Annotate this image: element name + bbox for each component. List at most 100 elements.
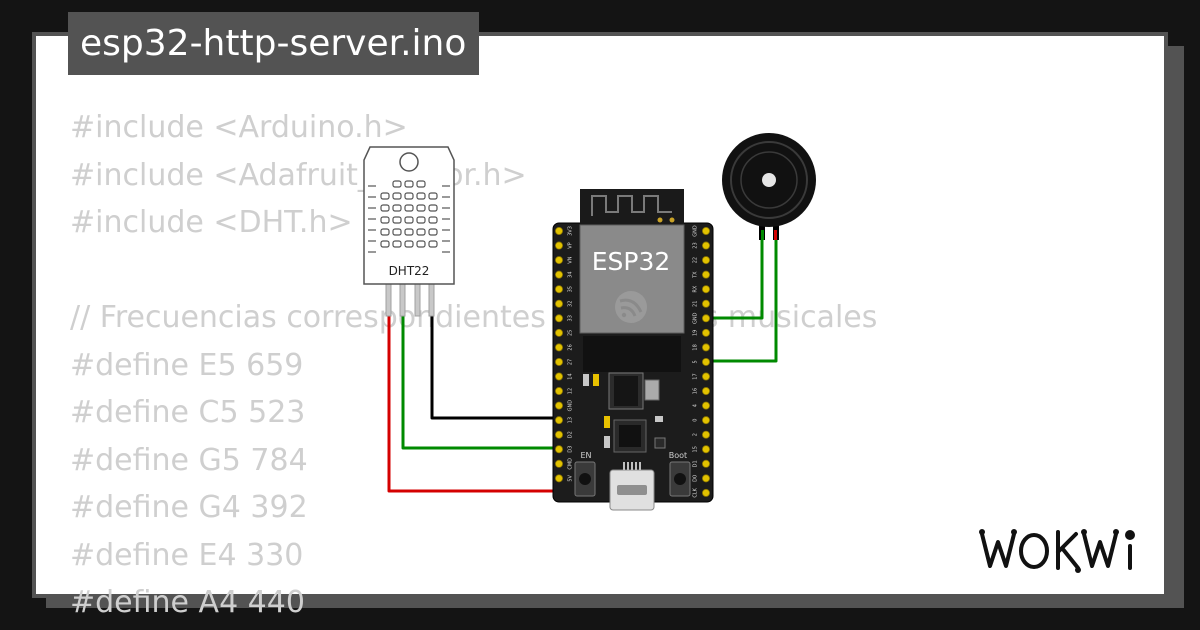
wire-green-data — [401, 315, 558, 450]
left-pin[interactable] — [555, 416, 564, 425]
left-pin[interactable] — [555, 474, 564, 483]
left-pin[interactable] — [555, 270, 564, 279]
code-line: #define G4 392 — [70, 490, 308, 525]
code-line: #define A4 440 — [70, 585, 305, 620]
left-pin-label: 33 — [568, 315, 574, 321]
left-pin[interactable] — [555, 299, 564, 308]
left-pin-label: 34 — [568, 271, 574, 277]
code-line: #define E4 330 — [70, 537, 304, 573]
dht22-sensor: DHT22 — [363, 146, 455, 317]
left-pin-label: 12 — [568, 388, 574, 394]
wire-buzzer-signal — [704, 238, 778, 363]
left-pin-label: VP — [568, 242, 574, 248]
right-pin-label: GND — [693, 312, 699, 324]
left-pin[interactable] — [555, 459, 564, 468]
right-pin[interactable] — [702, 299, 711, 308]
en-button-label: EN — [580, 451, 591, 460]
left-pin-label: 25 — [568, 330, 574, 336]
right-pin[interactable] — [702, 387, 711, 396]
right-pin[interactable] — [702, 401, 711, 410]
right-pin-label: RX — [693, 285, 699, 292]
left-pin-label: VN — [568, 256, 574, 263]
right-pin[interactable] — [702, 328, 711, 337]
right-pin[interactable] — [702, 430, 711, 439]
right-pin[interactable] — [702, 488, 711, 497]
right-pin-label: 15 — [693, 446, 699, 452]
right-pin-label: TX — [693, 271, 699, 279]
right-pin-label: 0 — [693, 419, 699, 422]
left-pin[interactable] — [555, 357, 564, 366]
left-pin[interactable] — [555, 256, 564, 265]
right-pin-label: 5 — [693, 360, 699, 363]
right-pin[interactable] — [702, 357, 711, 366]
right-pin[interactable] — [702, 343, 711, 352]
right-pin[interactable] — [702, 416, 711, 425]
right-pin-label: CLK — [693, 487, 699, 497]
right-pin[interactable] — [702, 256, 711, 265]
right-pin-label: 19 — [693, 330, 699, 336]
left-pin-label: 27 — [568, 359, 574, 365]
dht22-label: DHT22 — [389, 264, 430, 278]
wires — [387, 238, 778, 493]
right-pin[interactable] — [702, 445, 711, 454]
esp32-label: ESP32 — [592, 247, 671, 276]
code-line: #include <Arduino.h> — [70, 110, 408, 145]
code-line: #define G5 784 — [70, 442, 308, 478]
left-pin-label: 26 — [568, 344, 574, 350]
right-pin-label: 22 — [693, 257, 699, 263]
right-pin-label: D1 — [693, 460, 699, 467]
left-pin[interactable] — [555, 285, 564, 294]
left-pin-label: 13 — [568, 417, 574, 423]
left-pin-label: 32 — [568, 301, 574, 307]
code-line: #define C5 523 — [70, 395, 306, 430]
wire-red-5v — [387, 315, 558, 493]
left-pin[interactable] — [555, 401, 564, 410]
right-pin-label: 23 — [693, 242, 699, 248]
left-pin[interactable] — [555, 314, 564, 323]
right-pin[interactable] — [702, 314, 711, 323]
code-line: #define E5 659 — [70, 347, 304, 383]
dht22-vent-grid — [368, 180, 450, 253]
wire-black-gnd — [430, 315, 558, 420]
right-pin[interactable] — [702, 474, 711, 483]
left-pin[interactable] — [555, 387, 564, 396]
left-pin-label: 5V — [568, 474, 574, 481]
boot-button-label: Boot — [669, 451, 687, 460]
left-pin-label: D2 — [568, 431, 574, 438]
buzzer — [722, 133, 816, 240]
left-pin[interactable] — [555, 241, 564, 250]
left-pin-label: 3V3 — [568, 226, 574, 236]
left-pin-label: GND — [568, 400, 574, 412]
file-title: esp32-http-server.ino — [68, 12, 480, 75]
left-pin-label: 35 — [568, 286, 574, 292]
right-pin-label: 18 — [693, 344, 699, 350]
left-pin-label: CMD — [568, 458, 574, 470]
wokwi-logo — [979, 529, 1135, 573]
right-pin[interactable] — [702, 285, 711, 294]
left-pin[interactable] — [555, 372, 564, 381]
right-pin[interactable] — [702, 270, 711, 279]
left-pin-label: 14 — [568, 373, 574, 379]
left-pin[interactable] — [555, 328, 564, 337]
right-pin[interactable] — [702, 226, 711, 235]
left-pin[interactable] — [555, 226, 564, 235]
left-pin[interactable] — [555, 343, 564, 352]
code-line: #include <DHT.h> — [70, 205, 353, 240]
right-pin[interactable] — [702, 241, 711, 250]
right-pin-label: D0 — [693, 475, 699, 482]
left-pin[interactable] — [555, 430, 564, 439]
right-pin-label: GND — [693, 225, 699, 237]
right-pin[interactable] — [702, 459, 711, 468]
right-pin-label: 16 — [693, 388, 699, 394]
right-pin-label: 17 — [693, 373, 699, 379]
espressif-logo — [615, 291, 647, 323]
right-pin[interactable] — [702, 372, 711, 381]
left-pin-label: D3 — [568, 446, 574, 453]
left-pin[interactable] — [555, 445, 564, 454]
right-pin-label: 2 — [693, 433, 699, 436]
right-pin-label: 21 — [693, 301, 699, 307]
